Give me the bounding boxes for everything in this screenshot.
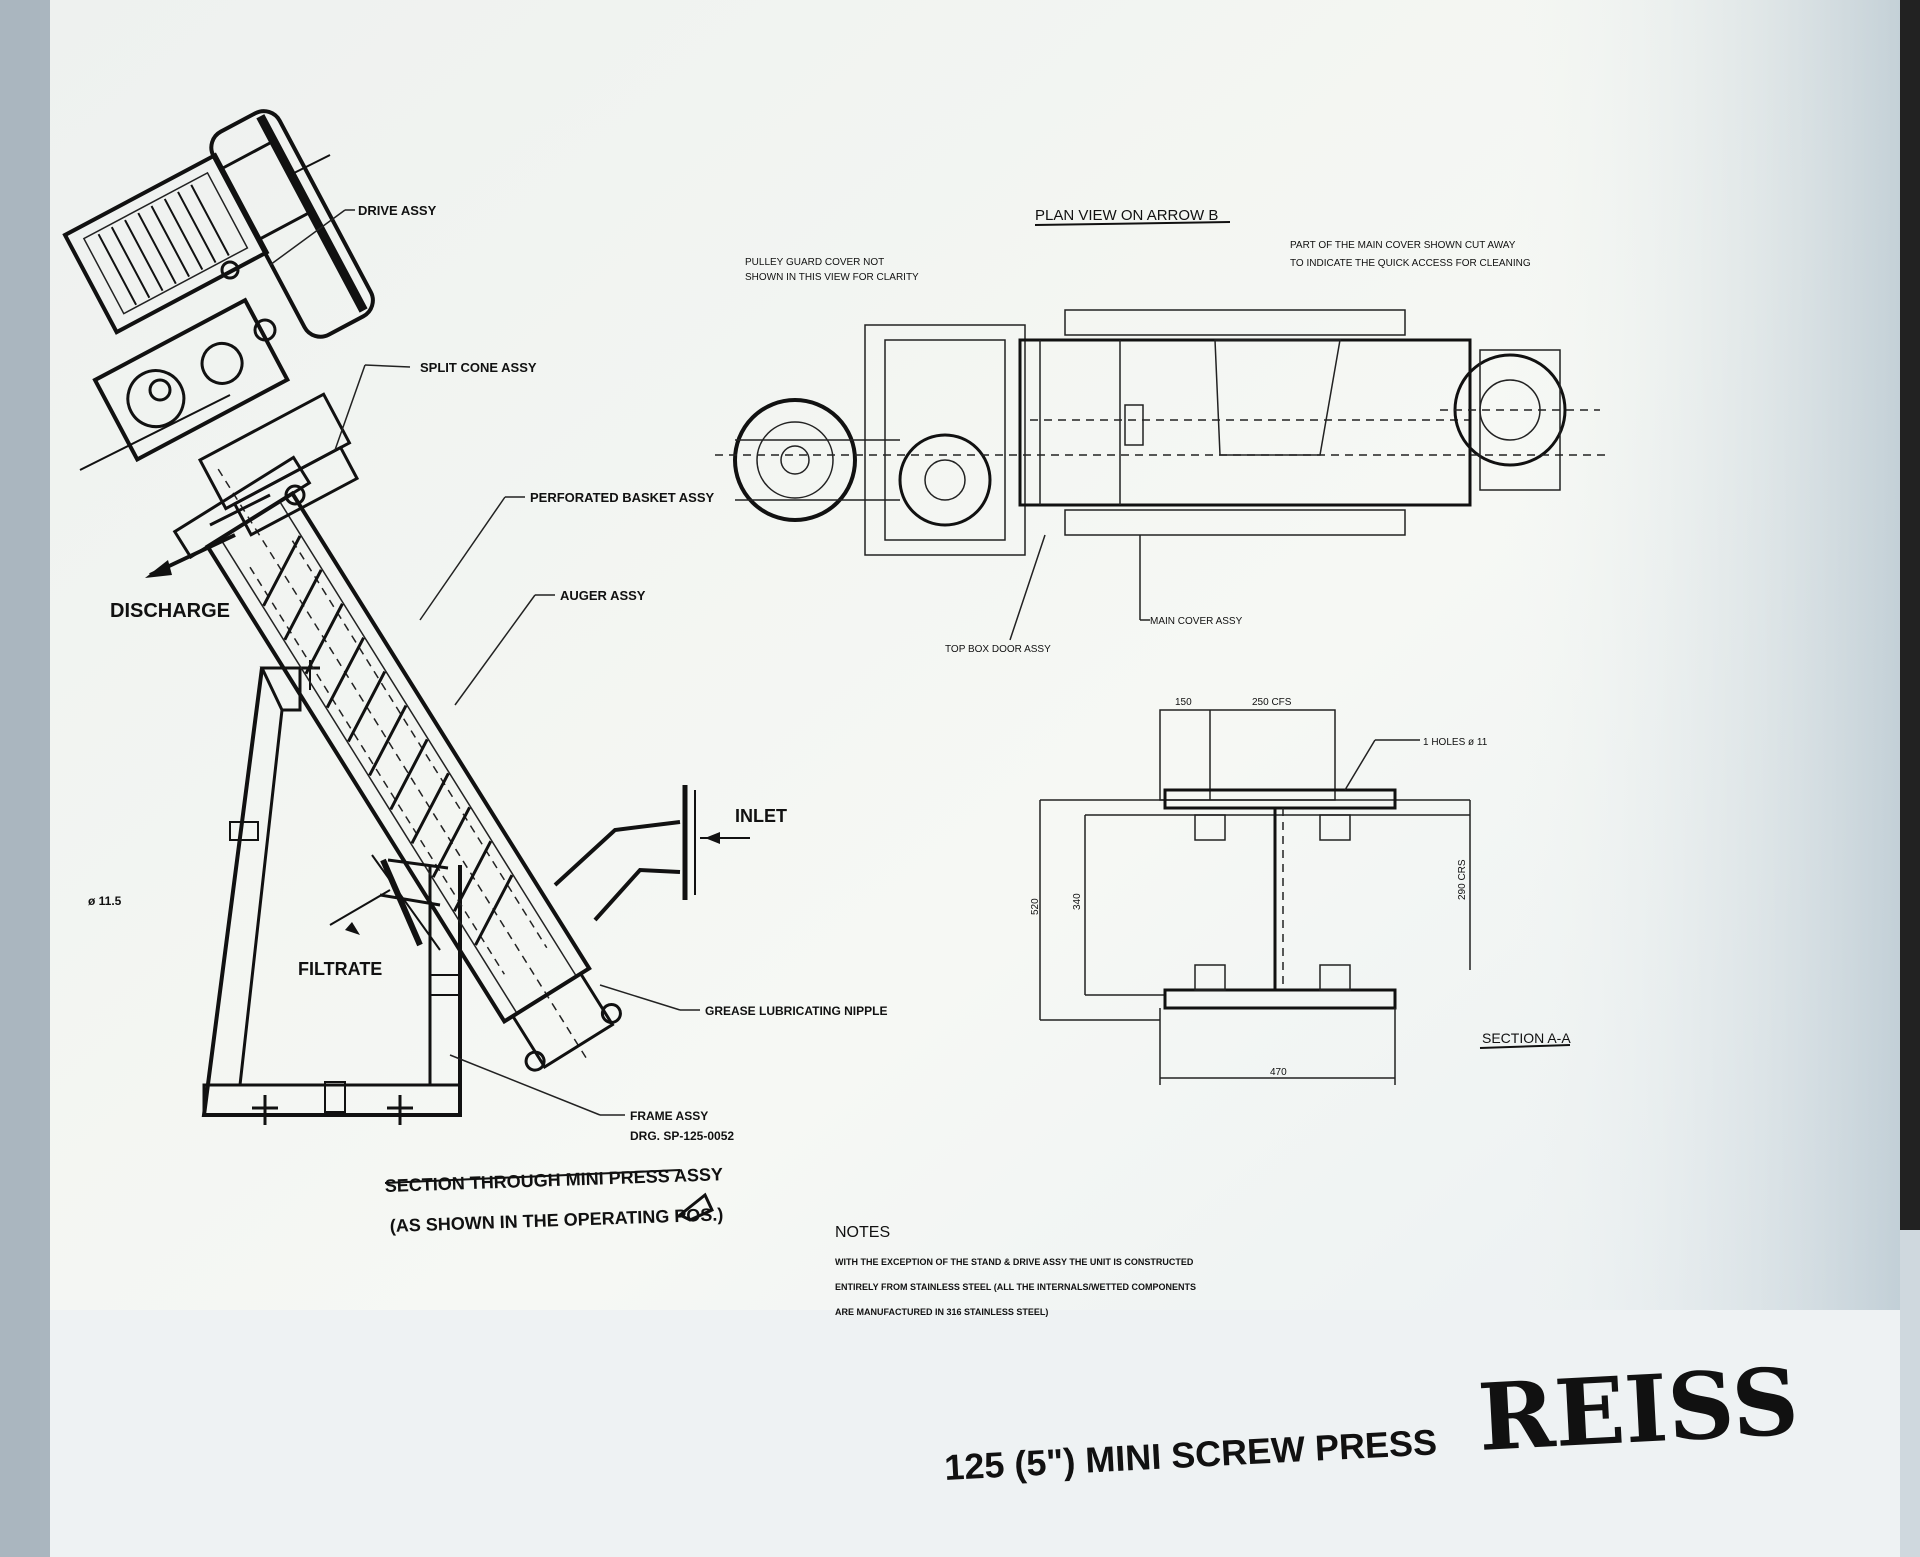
- section-aa-view: [1039, 709, 1571, 1085]
- notes-heading: NOTES: [835, 1224, 890, 1241]
- section-aa-title: SECTION A-A: [1482, 1030, 1571, 1046]
- filtrate-outlet: [329, 854, 449, 951]
- main-section-view: [62, 109, 750, 1222]
- label-aa-dim-top-left: 150: [1175, 697, 1192, 708]
- label-aa-dim-left-outer: 520: [1030, 898, 1041, 915]
- section-title-underline: [384, 1169, 681, 1184]
- plan-view-title: PLAN VIEW ON ARROW B: [1035, 207, 1218, 224]
- label-main-cover: MAIN COVER ASSY: [1150, 616, 1243, 627]
- label-frame: FRAME ASSY: [630, 1109, 708, 1123]
- label-leg-dim: ø 11.5: [88, 894, 122, 908]
- label-cover-note-2: TO INDICATE THE QUICK ACCESS FOR CLEANIN…: [1290, 258, 1531, 269]
- plan-view: [715, 221, 1610, 641]
- label-cover-note-1: PART OF THE MAIN COVER SHOWN CUT AWAY: [1290, 240, 1516, 251]
- plan-view-underline: [1034, 221, 1231, 226]
- pointer-arrow-icon: [677, 1192, 714, 1222]
- label-aa-dim-left-inner: 340: [1072, 893, 1083, 910]
- label-inlet: INLET: [735, 806, 787, 826]
- perforated-basket: [172, 455, 622, 1072]
- label-top-box-door: TOP BOX DOOR ASSY: [945, 644, 1051, 655]
- drive-assy: [62, 109, 375, 537]
- notes-line-2: ENTIRELY FROM STAINLESS STEEL (ALL THE I…: [835, 1282, 1196, 1292]
- paper-glare: [1500, 0, 1900, 1557]
- frame-assy: [201, 660, 462, 1125]
- section-aa-underline: [1479, 1044, 1571, 1049]
- label-auger: AUGER ASSY: [560, 588, 646, 603]
- label-basket: PERFORATED BASKET ASSY: [530, 490, 715, 505]
- label-frame-drg: DRG. SP-125-0052: [630, 1129, 734, 1143]
- label-aa-dim-right: 290 CRS: [1457, 859, 1468, 900]
- label-pulley-note-1: PULLEY GUARD COVER NOT: [745, 257, 884, 268]
- label-drive: DRIVE ASSY: [358, 203, 437, 218]
- auger-flights: [262, 535, 514, 946]
- title-strip: [50, 1310, 1900, 1557]
- label-grease: GREASE LUBRICATING NIPPLE: [705, 1004, 887, 1018]
- notes-line-1: WITH THE EXCEPTION OF THE STAND & DRIVE …: [835, 1257, 1194, 1267]
- inlet-pipe: [553, 785, 750, 922]
- label-aa-dim-bottom: 470: [1270, 1067, 1287, 1078]
- label-split-cone: SPLIT CONE ASSY: [420, 360, 537, 375]
- label-aa-dim-top-right: 250 CFS: [1252, 697, 1292, 708]
- label-aa-bolt: 1 HOLES ø 11: [1423, 737, 1488, 748]
- notes-line-3: ARE MANUFACTURED IN 316 STAINLESS STEEL): [835, 1307, 1048, 1317]
- label-discharge: DISCHARGE: [110, 600, 230, 622]
- label-pulley-note-2: SHOWN IN THIS VIEW FOR CLARITY: [745, 272, 919, 283]
- reiss-logo: REISS: [1475, 1347, 1801, 1472]
- leader-lines: [269, 209, 700, 1116]
- discharge-arrow: [145, 493, 271, 578]
- label-filtrate: FILTRATE: [298, 959, 382, 979]
